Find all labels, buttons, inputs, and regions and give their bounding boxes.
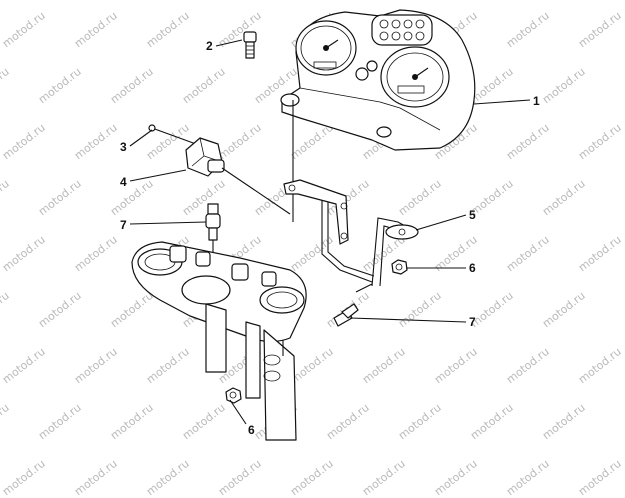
sensor-part-4	[185, 137, 225, 177]
callout-2: 2	[206, 39, 213, 53]
callout-7-lower: 7	[469, 315, 476, 329]
screw-part-2	[243, 31, 257, 59]
bracket-part-5	[371, 217, 419, 287]
rubber-mount-part-7-lower	[333, 283, 373, 327]
callout-6-lower: 6	[248, 423, 255, 437]
rubber-mount-part-7-upper	[205, 203, 221, 252]
callout-5: 5	[469, 208, 476, 222]
triple-clamp	[131, 241, 307, 441]
bracket-frame	[221, 100, 375, 283]
callout-3: 3	[120, 140, 127, 154]
screw-part-3	[148, 124, 197, 145]
callouts: 2 1 3 4 7 5 6 7 6	[120, 39, 540, 437]
instrument-cluster	[280, 9, 476, 151]
exploded-parts-diagram: 2 1 3 4 7 5 6 7 6	[120, 9, 540, 441]
leader-lines	[129, 39, 531, 425]
callout-4: 4	[120, 175, 127, 189]
nut-part-6-lower	[225, 387, 242, 404]
nut-part-6-upper	[391, 259, 408, 275]
callout-1: 1	[533, 94, 540, 108]
callout-6-upper: 6	[469, 261, 476, 275]
callout-7-upper: 7	[120, 218, 127, 232]
